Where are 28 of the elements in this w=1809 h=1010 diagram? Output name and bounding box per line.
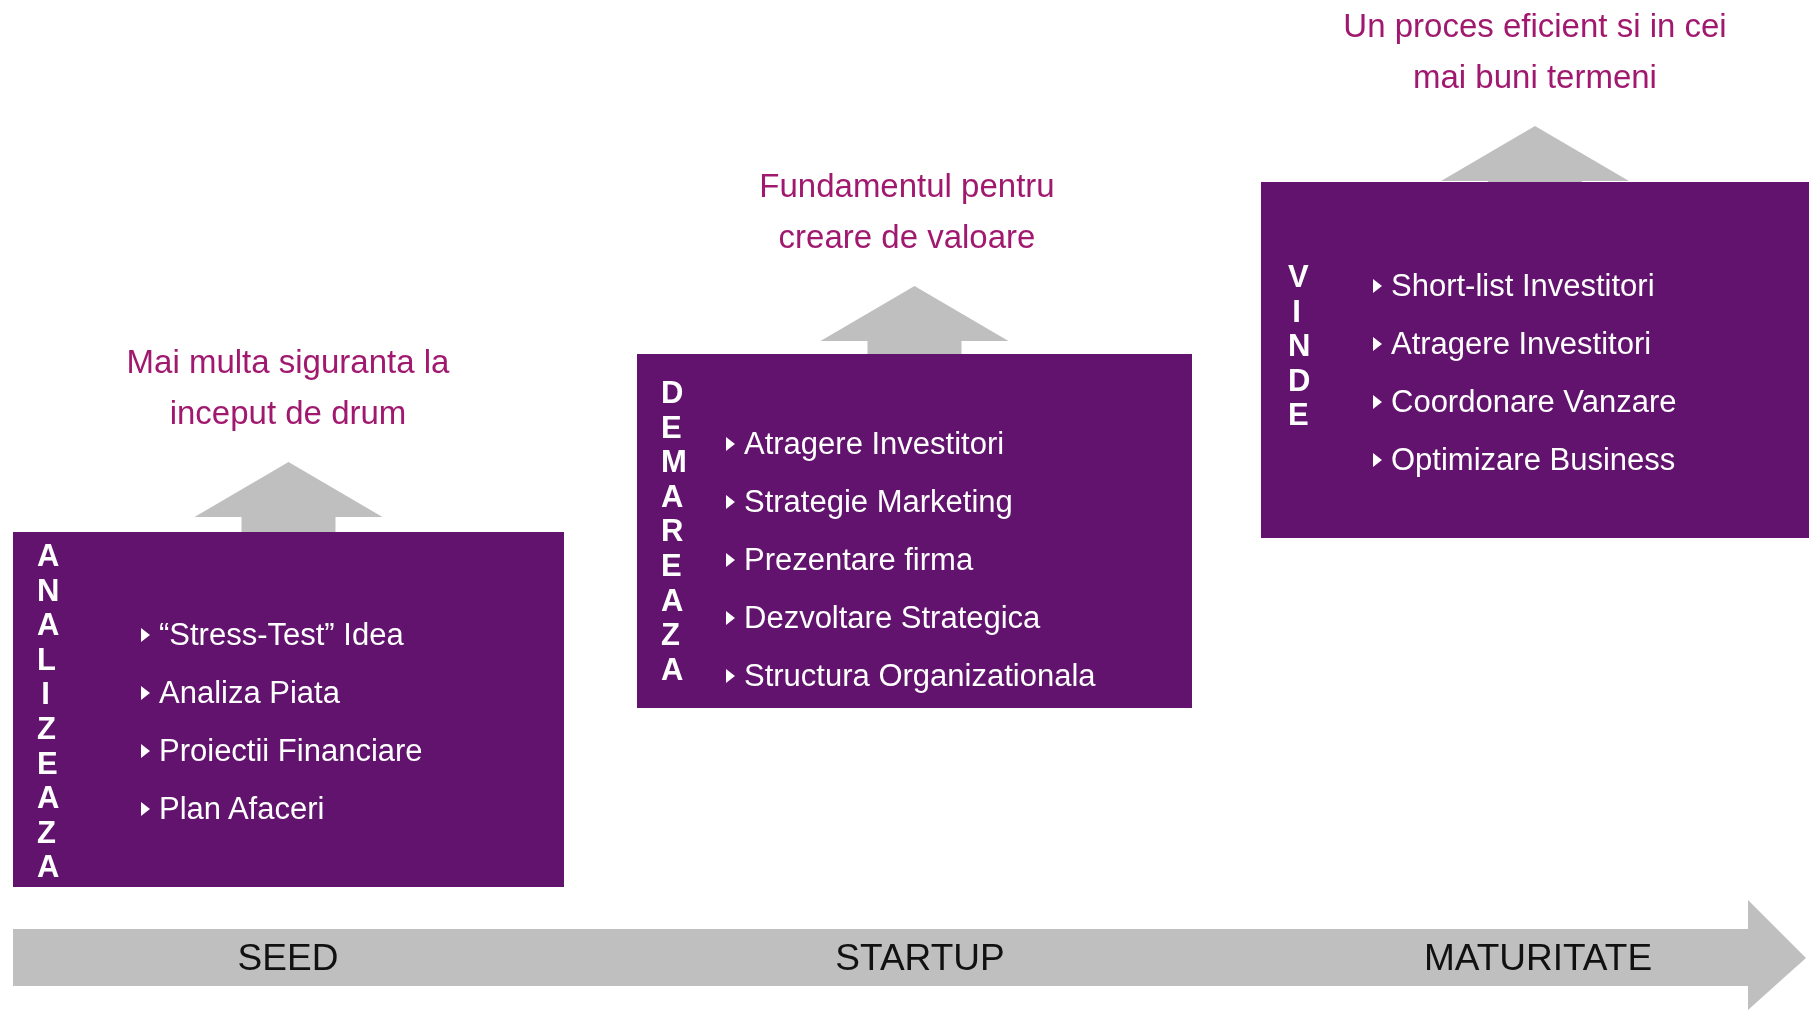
list-item: Dezvoltare Strategica [726, 589, 1096, 647]
list-item: Short-list Investitori [1373, 257, 1677, 315]
list-item: Structura Organizationala [726, 647, 1096, 705]
stage-panel [1261, 182, 1809, 538]
list-item: Analiza Piata [141, 664, 423, 722]
stage-label: SEED [237, 936, 339, 980]
vertical-title: ANALIZEAZA [35, 539, 61, 885]
list-item: Optimizare Business [1373, 431, 1677, 489]
block-arrow [194, 462, 383, 532]
stage-heading: Un proces eficient si in cei mai buni termeni [1325, 0, 1745, 102]
list-item: Strategie Marketing [726, 473, 1096, 531]
stage-label: MATURITATE [1423, 936, 1653, 980]
vertical-title: VINDE [1286, 260, 1312, 433]
stage-heading: Mai multa siguranta la inceput de drum [93, 336, 483, 438]
vertical-title: DEMAREAZA [659, 376, 685, 688]
block-arrow [820, 286, 1009, 354]
block-arrow [1441, 126, 1629, 182]
list-item: Plan Afaceri [141, 780, 423, 838]
stage-label: STARTUP [835, 936, 1005, 980]
stage-heading: Fundamentul pentru creare de valoare [717, 160, 1097, 262]
list-item: Coordonare Vanzare [1373, 373, 1677, 431]
list-item: Atragere Investitori [1373, 315, 1677, 373]
list-item: Atragere Investitori [726, 415, 1096, 473]
stage-panel [637, 354, 1192, 708]
list-item: Prezentare firma [726, 531, 1096, 589]
list-item: “Stress-Test” Idea [141, 606, 423, 664]
stage-panel [13, 532, 564, 887]
list-item: Proiectii Financiare [141, 722, 423, 780]
